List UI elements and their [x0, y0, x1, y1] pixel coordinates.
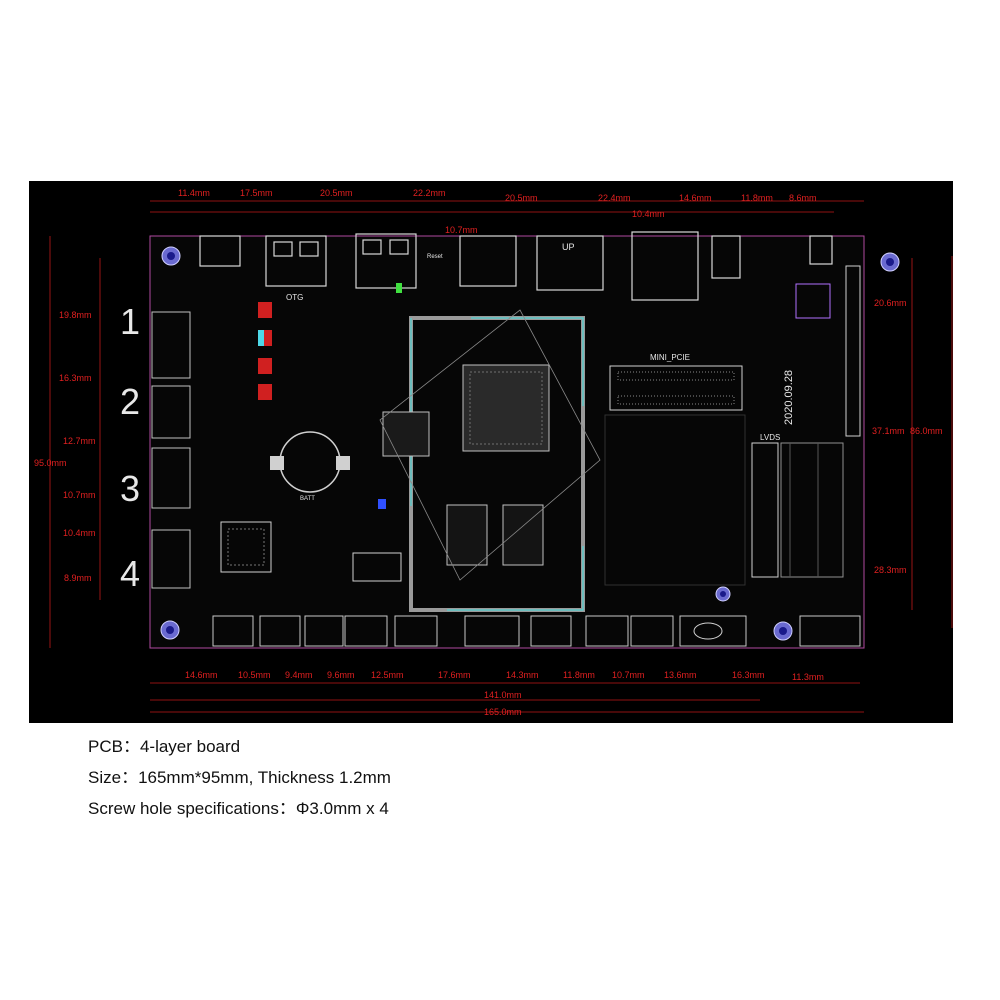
dim-bottom-5: 17.6mm — [438, 670, 471, 680]
emmc-chip — [382, 411, 430, 457]
ic-chip — [220, 521, 272, 573]
dim-top-3: 22.2mm — [413, 188, 446, 198]
audio-jack — [711, 235, 741, 279]
dim-left-4: 10.4mm — [63, 528, 96, 538]
top-connectors — [199, 231, 833, 301]
soc-chip — [462, 364, 550, 452]
lvds-header — [751, 442, 779, 578]
dim-left-0: 19.8mm — [59, 310, 92, 320]
dim-bottom-2: 9.4mm — [285, 670, 313, 680]
button — [809, 235, 833, 265]
otg-usb-port — [265, 235, 327, 287]
dim-bottom-4: 12.5mm — [371, 670, 404, 680]
dim-top-6: 14.6mm — [679, 193, 712, 203]
dim-left-3: 10.7mm — [63, 490, 96, 500]
dim-top-4: 20.5mm — [505, 193, 538, 203]
reset-label: Reset — [427, 254, 443, 260]
dim-bottom-3: 9.6mm — [327, 670, 355, 680]
dim-top-5: 22.4mm — [598, 193, 631, 203]
dim-top-1: 17.5mm — [240, 188, 273, 198]
date-label: 2020.09.28 — [783, 370, 795, 425]
spec-size: Size：165mm*95mm, Thickness 1.2mm — [88, 768, 391, 787]
batt-label: BATT — [300, 496, 315, 502]
mini-pcie-label: MINI_PCIE — [650, 353, 690, 362]
dim-left-2: 12.7mm — [63, 436, 96, 446]
ram-chip — [446, 504, 488, 566]
dim-bottom-7: 11.8mm — [563, 670, 595, 680]
fpc-connector — [845, 265, 861, 437]
dim-bottom-10: 16.3mm — [732, 670, 765, 680]
dim-top-0: 11.4mm — [178, 188, 210, 198]
dim-top-2: 20.5mm — [320, 188, 353, 198]
dim-left-5: 8.9mm — [64, 573, 92, 583]
lvds-label: LVDS — [760, 433, 780, 442]
left-connectors — [151, 311, 191, 589]
dim-right-0: 20.6mm — [874, 298, 907, 308]
spec-pcb-layers: PCB：4-layer board — [88, 737, 241, 756]
up-port — [536, 235, 604, 291]
dim-bottom-8: 10.7mm — [612, 670, 645, 680]
port-number-3: 3 — [120, 468, 140, 509]
dim-left-overall: 95.0mm — [34, 458, 67, 468]
dim-top-inner-1: 10.4mm — [632, 209, 665, 219]
dim-top-7: 11.8mm — [741, 193, 773, 203]
hdmi-port — [459, 235, 517, 287]
port-number-1: 1 — [120, 301, 140, 342]
spec-screw-holes: Screw hole specifications：Φ3.0mm x 4 — [88, 799, 389, 818]
otg-label: OTG — [286, 293, 303, 302]
pcb-drawing-panel: OTG UP Reset MINI_PCIE LVDS BATT 2020.09… — [29, 181, 953, 723]
dim-bottom-0: 14.6mm — [185, 670, 218, 680]
dim-bottom-6: 14.3mm — [506, 670, 539, 680]
dim-bottom-11: 11.3mm — [792, 672, 824, 682]
specs-list: PCB：4-layer board Size：165mm*95mm, Thick… — [88, 736, 788, 829]
port-number-2: 2 — [120, 381, 140, 422]
port-number-4: 4 — [120, 553, 140, 594]
dim-left-1: 16.3mm — [59, 373, 92, 383]
dim-right-2: 28.3mm — [874, 565, 907, 575]
dim-top-inner-0: 10.7mm — [445, 225, 478, 235]
pcb-layout-svg: OTG UP Reset MINI_PCIE LVDS BATT 2020.09… — [34, 188, 953, 717]
dim-bottom-1: 10.5mm — [238, 670, 271, 680]
bottom-connectors — [212, 615, 861, 647]
usb-port — [355, 233, 417, 289]
dim-bottom-9: 13.6mm — [664, 670, 697, 680]
dim-right-1: 37.1mm — [872, 426, 905, 436]
ethernet-port — [631, 231, 699, 301]
usb-micro-port — [199, 235, 241, 267]
mini-pcie-slot — [609, 365, 743, 411]
dim-right-overall: 86.0mm — [910, 426, 943, 436]
dim-bottom-total-1: 141.0mm — [484, 690, 522, 700]
up-label: UP — [562, 242, 575, 252]
dim-top-8: 8.6mm — [789, 193, 817, 203]
dim-bottom-total-2: 165.0mm — [484, 707, 522, 717]
